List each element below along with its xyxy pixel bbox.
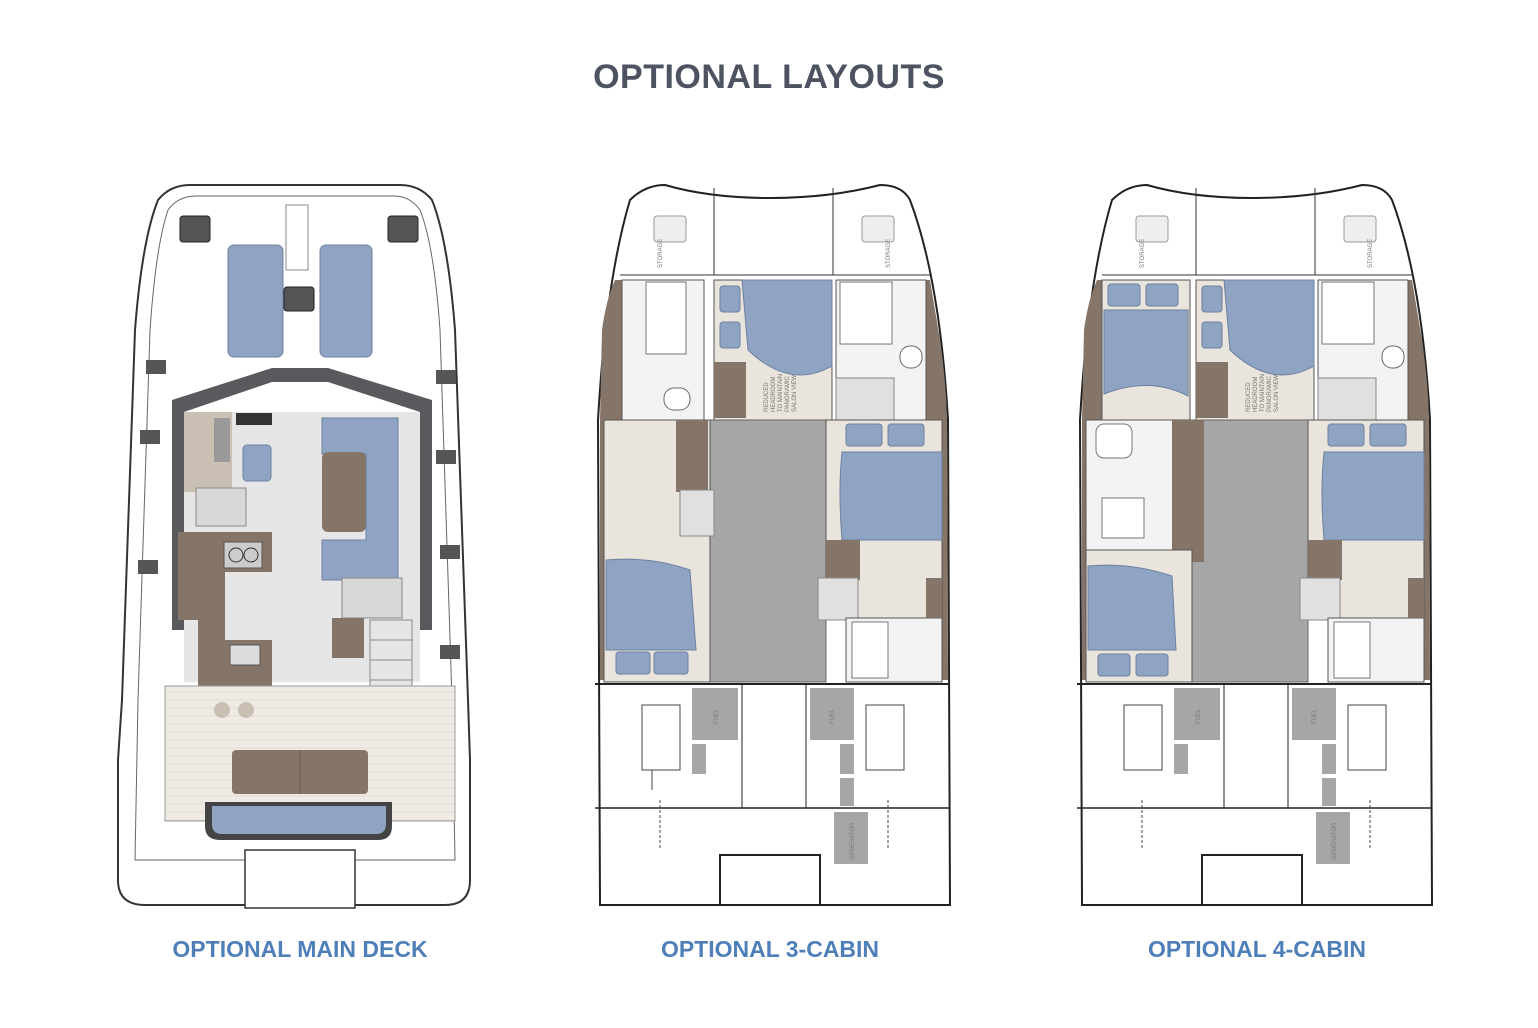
fuel-label: FUEL bbox=[1312, 708, 1318, 724]
fuel-label: FUEL bbox=[714, 708, 720, 724]
headroom-note-line5: SALON VIEW bbox=[792, 374, 798, 412]
caption-3-cabin: OPTIONAL 3-CABIN bbox=[660, 936, 880, 962]
fuel-label: FUEL bbox=[1196, 708, 1202, 724]
storage-label: STORAGE bbox=[886, 239, 892, 268]
storage-label: STORAGE bbox=[1140, 239, 1146, 268]
headroom-note-line2: HEADROOM bbox=[771, 377, 777, 412]
caption-main-deck: OPTIONAL MAIN DECK bbox=[172, 936, 428, 962]
headroom-note-line5: SALON VIEW bbox=[1274, 374, 1280, 412]
main-deck-plan bbox=[117, 184, 471, 909]
headroom-note-line1: REDUCED bbox=[1246, 382, 1252, 412]
three-cabin-plan: STORAGE STORAGE REDUCEDHEADROOMTO MAINTA… bbox=[595, 183, 952, 906]
svg-text:REDUCEDHEADROOMTO MAINTAINPANO: REDUCEDHEADROOMTO MAINTAINPANORAMICSALON… bbox=[764, 374, 798, 412]
caption-4-cabin: OPTIONAL 4-CABIN bbox=[1147, 936, 1367, 962]
headroom-note-line3: TO MAINTAIN bbox=[778, 374, 784, 412]
fuel-label: FUEL bbox=[830, 708, 836, 724]
headroom-note-line4: PANORAMIC bbox=[1267, 375, 1273, 412]
generator-label: GENERATOR bbox=[850, 822, 856, 860]
generator-label: GENERATOR bbox=[1332, 822, 1338, 860]
headroom-note-line4: PANORAMIC bbox=[785, 375, 791, 412]
four-cabin-plan: STORAGE STORAGE REDUCEDHEADROOMTO MAINTA… bbox=[1077, 183, 1434, 906]
headroom-note-line2: HEADROOM bbox=[1253, 377, 1259, 412]
storage-label: STORAGE bbox=[1368, 239, 1374, 268]
svg-text:REDUCEDHEADROOMTO MAINTAINPANO: REDUCEDHEADROOMTO MAINTAINPANORAMICSALON… bbox=[1246, 374, 1280, 412]
page-title: OPTIONAL LAYOUTS bbox=[593, 58, 945, 96]
storage-label: STORAGE bbox=[658, 239, 664, 268]
headroom-note-line1: REDUCED bbox=[764, 382, 770, 412]
headroom-note-line3: TO MAINTAIN bbox=[1260, 374, 1266, 412]
